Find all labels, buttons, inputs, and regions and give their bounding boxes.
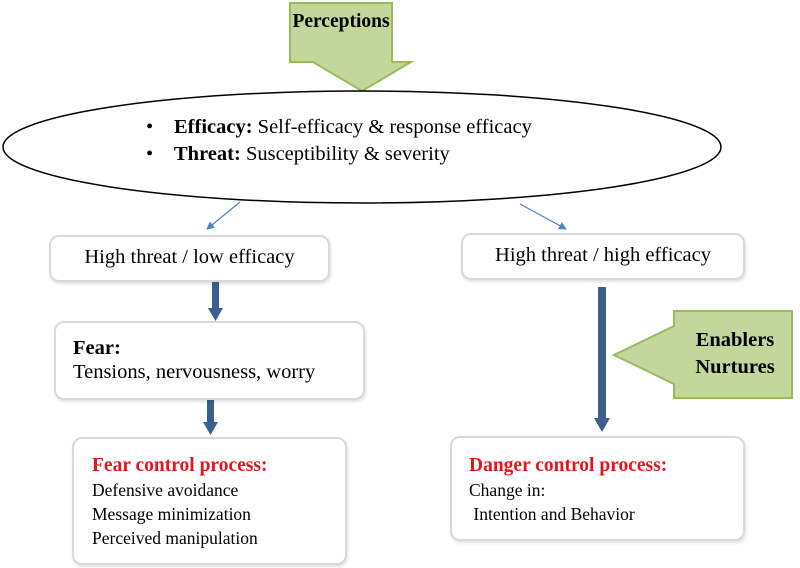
- perceptions-arrow-shape: [289, 2, 415, 93]
- threat-label: Threat:: [174, 143, 241, 165]
- fear-control-item-3: Perceived manipulation: [92, 528, 258, 548]
- fear-control-box: Fear control process: Defensive avoidanc…: [72, 437, 347, 565]
- bullet-efficacy: • Efficacy: Self-efficacy & response effi…: [146, 116, 532, 139]
- fear-control-item-2: Message minimization: [92, 504, 251, 524]
- high-threat-low-efficacy-text: High threat / low efficacy: [84, 246, 295, 268]
- threat-text: Susceptibility & severity: [240, 143, 450, 165]
- efficacy-text: Self-efficacy & response efficacy: [252, 116, 532, 138]
- efficacy-label: Efficacy:: [174, 116, 253, 138]
- enablers-label: Enablers Nurtures: [680, 327, 790, 381]
- danger-control-box: Danger control process: Change in: Inten…: [450, 436, 745, 541]
- left-down-arrow-2: [203, 400, 218, 435]
- fear-text: Tensions, nervousness, worry: [73, 361, 316, 383]
- left-down-arrow-1: [208, 282, 223, 321]
- high-threat-low-efficacy-box: High threat / low efficacy: [49, 235, 330, 282]
- danger-control-title: Danger control process:: [469, 455, 668, 476]
- fear-control-item-1: Defensive avoidance: [92, 480, 239, 500]
- perceptions-ellipse: [2, 90, 722, 204]
- ellipse-bullet-list: • Efficacy: Self-efficacy & response effi…: [146, 116, 532, 166]
- fear-control-title: Fear control process:: [92, 455, 268, 476]
- nurtures-line: Nurtures: [695, 356, 775, 378]
- high-threat-high-efficacy-text: High threat / high efficacy: [495, 244, 711, 266]
- ellipse-to-right-arrow: [519, 203, 567, 230]
- fear-title: Fear:: [73, 337, 121, 359]
- right-long-down-arrow: [594, 287, 610, 432]
- bullet-dot: •: [146, 143, 154, 165]
- enablers-arrow-shape: [611, 310, 793, 399]
- danger-control-item-1: Change in:: [469, 480, 546, 500]
- high-threat-high-efficacy-box: High threat / high efficacy: [461, 233, 745, 280]
- danger-control-item-2: Intention and Behavior: [469, 504, 635, 524]
- ellipse-to-left-arrow: [206, 201, 241, 230]
- enablers-line: Enablers: [695, 329, 775, 351]
- fear-box: Fear: Tensions, nervousness, worry: [54, 321, 365, 400]
- bullet-dot: •: [146, 116, 154, 138]
- bullet-threat: • Threat: Susceptibility & severity: [146, 143, 532, 166]
- perceptions-label: Perceptions: [292, 11, 390, 32]
